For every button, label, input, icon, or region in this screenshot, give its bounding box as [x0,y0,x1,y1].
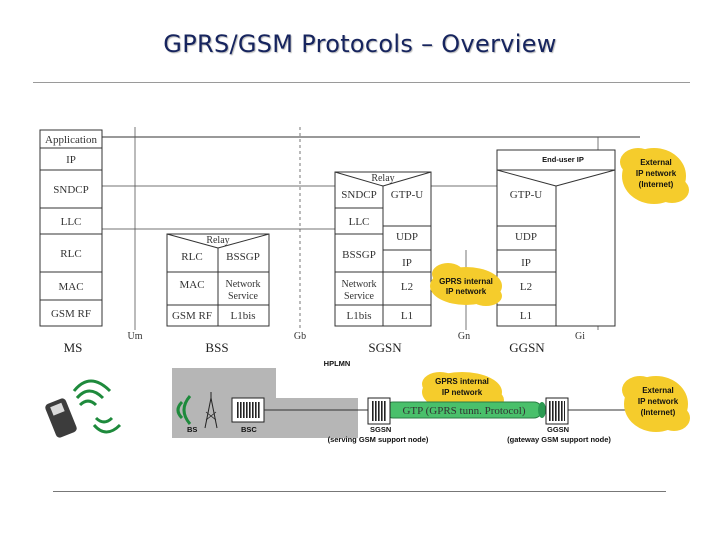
sgsn-stack: Relay SNDCP LLC BSSGP Network Service L1… [334,171,432,327]
ms-layer-sndcp: SNDCP [53,184,88,196]
bsc-rack-icon [231,397,265,423]
interface-gn: Gn [458,331,470,342]
interface-gb: Gb [294,331,306,342]
ms-layer-gsm-rf: GSM RF [51,308,91,320]
title-divider [33,82,690,83]
bsc-label: BSC [241,425,257,434]
gtp-tunnel: GTP (GPRS tunn. Protocol) [384,401,546,419]
node-label-bss: BSS [205,340,228,355]
gtp-tunnel-label: GTP (GPRS tunn. Protocol) [402,405,525,417]
mobile-phone-icon [45,379,122,438]
svg-text:GPRS internal: GPRS internal [439,277,493,286]
svg-text:(Internet): (Internet) [641,408,676,417]
sgsn-relay-label: Relay [371,173,394,184]
svg-text:IP network: IP network [446,287,487,296]
sgsn-layer-ip: IP [402,257,412,269]
ggsn-device-label: GGSN [547,425,569,434]
bss-relay-label: Relay [206,235,229,246]
interface-gi: Gi [575,331,585,342]
sgsn-device-desc: (serving GSM support node) [328,435,429,444]
sgsn-layer-network: Network [342,279,377,290]
ms-layer-application: Application [45,134,97,146]
bss-layer-gsm-rf: GSM RF [172,310,212,322]
sgsn-layer-sndcp: SNDCP [341,189,376,201]
ms-layer-ip: IP [66,154,76,166]
hplmn-area: HPLMN [172,359,358,438]
ggsn-device-desc: (gateway GSM support node) [507,435,611,444]
ggsn-layer-ip: IP [521,257,531,269]
ggsn-layer-l2: L2 [520,281,532,293]
sgsn-layer-udp: UDP [396,231,418,243]
page-title: GPRS/GSM Protocols – Overview [163,30,557,58]
ms-layer-rlc: RLC [60,248,81,260]
svg-text:External: External [642,386,674,395]
hplmn-label: HPLMN [324,359,351,368]
node-label-ms: MS [64,340,83,355]
interface-um: Um [128,331,143,342]
sgsn-layer-llc: LLC [349,216,370,228]
bss-stack: Relay RLC MAC GSM RF BSSGP Network Servi… [166,233,270,327]
ggsn-layer-gtp-u: GTP-U [510,189,542,201]
bss-layer-rlc: RLC [181,251,202,263]
bs-tower-icon [176,392,218,429]
svg-text:GPRS internal: GPRS internal [435,377,489,386]
footer-divider [53,491,666,492]
sgsn-device-label: SGSN [370,425,391,434]
node-label-sgsn: SGSN [368,340,402,355]
ggsn-end-user-ip: End-user IP [542,155,584,164]
bss-layer-bssgp: BSSGP [226,251,260,263]
svg-text:External: External [640,158,672,167]
ggsn-stack: End-user IP GTP-U UDP IP L2 L1 [496,149,616,327]
sgsn-layer-l1: L1 [401,310,413,322]
sgsn-device-icon [367,397,391,425]
bss-layer-service: Service [228,291,259,302]
ms-layer-llc: LLC [61,216,82,228]
node-label-ggsn: GGSN [509,340,545,355]
ggsn-device-icon [545,397,569,425]
ms-stack: Application IP SNDCP LLC RLC MAC GSM RF [39,129,103,327]
ggsn-layer-udp: UDP [515,231,537,243]
sgsn-layer-service: Service [344,291,375,302]
svg-text:IP network: IP network [638,397,679,406]
sgsn-layer-gtp-u: GTP-U [391,189,423,201]
sgsn-layer-l2: L2 [401,281,413,293]
svg-text:IP network: IP network [636,169,677,178]
svg-text:(Internet): (Internet) [639,180,674,189]
bs-label: BS [187,425,197,434]
ggsn-layer-l1: L1 [520,310,532,322]
bss-layer-network: Network [226,279,261,290]
cloud-external-low: External IP network (Internet) [622,376,690,432]
bss-layer-l1bis: L1bis [230,310,255,322]
cloud-external-top: External IP network (Internet) [620,148,689,204]
ms-layer-mac: MAC [58,281,83,293]
sgsn-layer-bssgp: BSSGP [342,249,376,261]
svg-text:IP network: IP network [442,388,483,397]
sgsn-layer-l1bis: L1bis [346,310,371,322]
cloud-gprs-internal-mid: GPRS internal IP network [430,263,502,306]
bss-layer-mac: MAC [179,279,204,291]
